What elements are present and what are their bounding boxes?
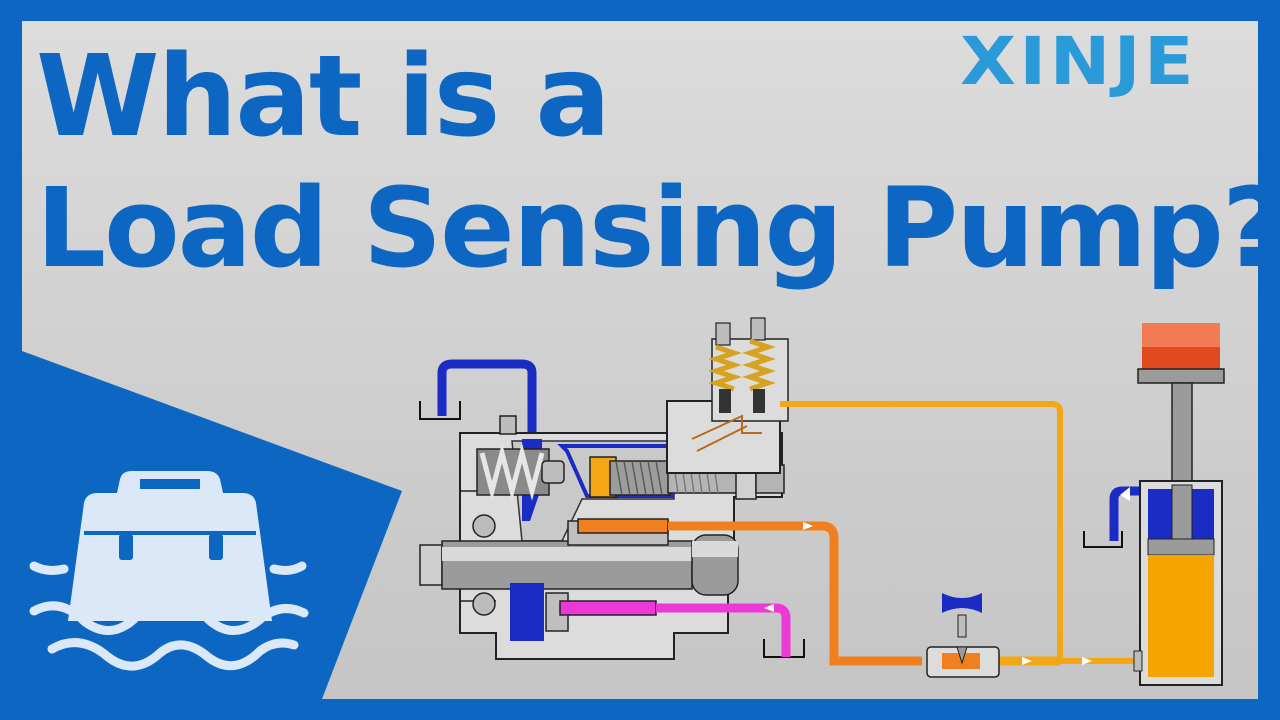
corner-badge (22, 351, 402, 699)
water-wave-icon (29, 561, 309, 671)
return-line (559, 600, 791, 657)
pressure-line (577, 518, 922, 666)
pump-diagram (419, 317, 1225, 686)
hydraulic-cylinder (1120, 323, 1225, 686)
brand-logo: XINJE (960, 23, 1197, 100)
title-line-2: Load Sensing Pump? (36, 164, 1258, 292)
swash-spring (476, 443, 565, 501)
load-sense-line (780, 401, 1140, 666)
thumbnail-panel: What is a Load Sensing Pump? XINJE (22, 21, 1258, 699)
toolbox-icon (68, 471, 272, 621)
arrow-icon (1120, 487, 1130, 501)
title-line-1: What is a (36, 32, 611, 162)
drive-shaft (419, 514, 739, 616)
arrow-icon (1022, 657, 1032, 665)
arrow-icon (803, 522, 813, 530)
arrow-icon (764, 604, 774, 612)
compensator-valve (666, 317, 789, 474)
needle-valve-icon (926, 593, 1000, 678)
arrow-icon (1082, 657, 1092, 665)
